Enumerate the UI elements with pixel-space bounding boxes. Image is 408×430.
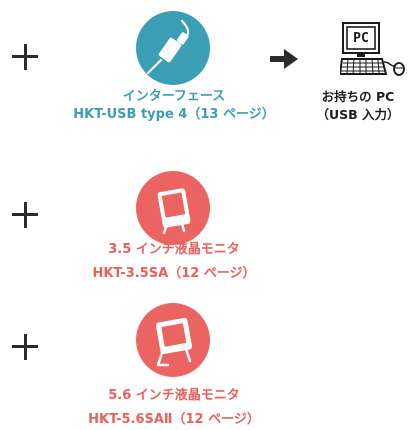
monitor-56-model: HKT-5.6SAⅡ（12 ページ） [88,412,260,427]
interface-name: インターフェース [122,89,226,104]
pc-icon [340,22,405,76]
monitor-56-circle [136,303,210,377]
interface-circle [136,11,210,85]
pc-screen-text: PC [353,30,369,46]
plus-icon [12,202,38,228]
small-monitor-icon [157,188,191,235]
pc-label: お持ちの PC [321,89,395,104]
monitor-35-name: 3.5 インチ液晶モニタ [108,242,240,257]
pc-usb-input-label: （USB 入力） [316,107,400,122]
interface-model: HKT-USB type 4（13 ページ） [73,107,275,122]
large-monitor-icon [155,317,193,367]
monitor-56-name: 5.6 インチ液晶モニタ [108,388,240,403]
monitor-35-circle [136,171,210,245]
plus-icon [12,334,38,360]
monitor-35-model: HKT-3.5SA（12 ページ） [92,266,256,281]
usb-cable-icon [146,19,190,75]
plus-icon [12,44,38,70]
arrow-right-icon [270,49,298,69]
